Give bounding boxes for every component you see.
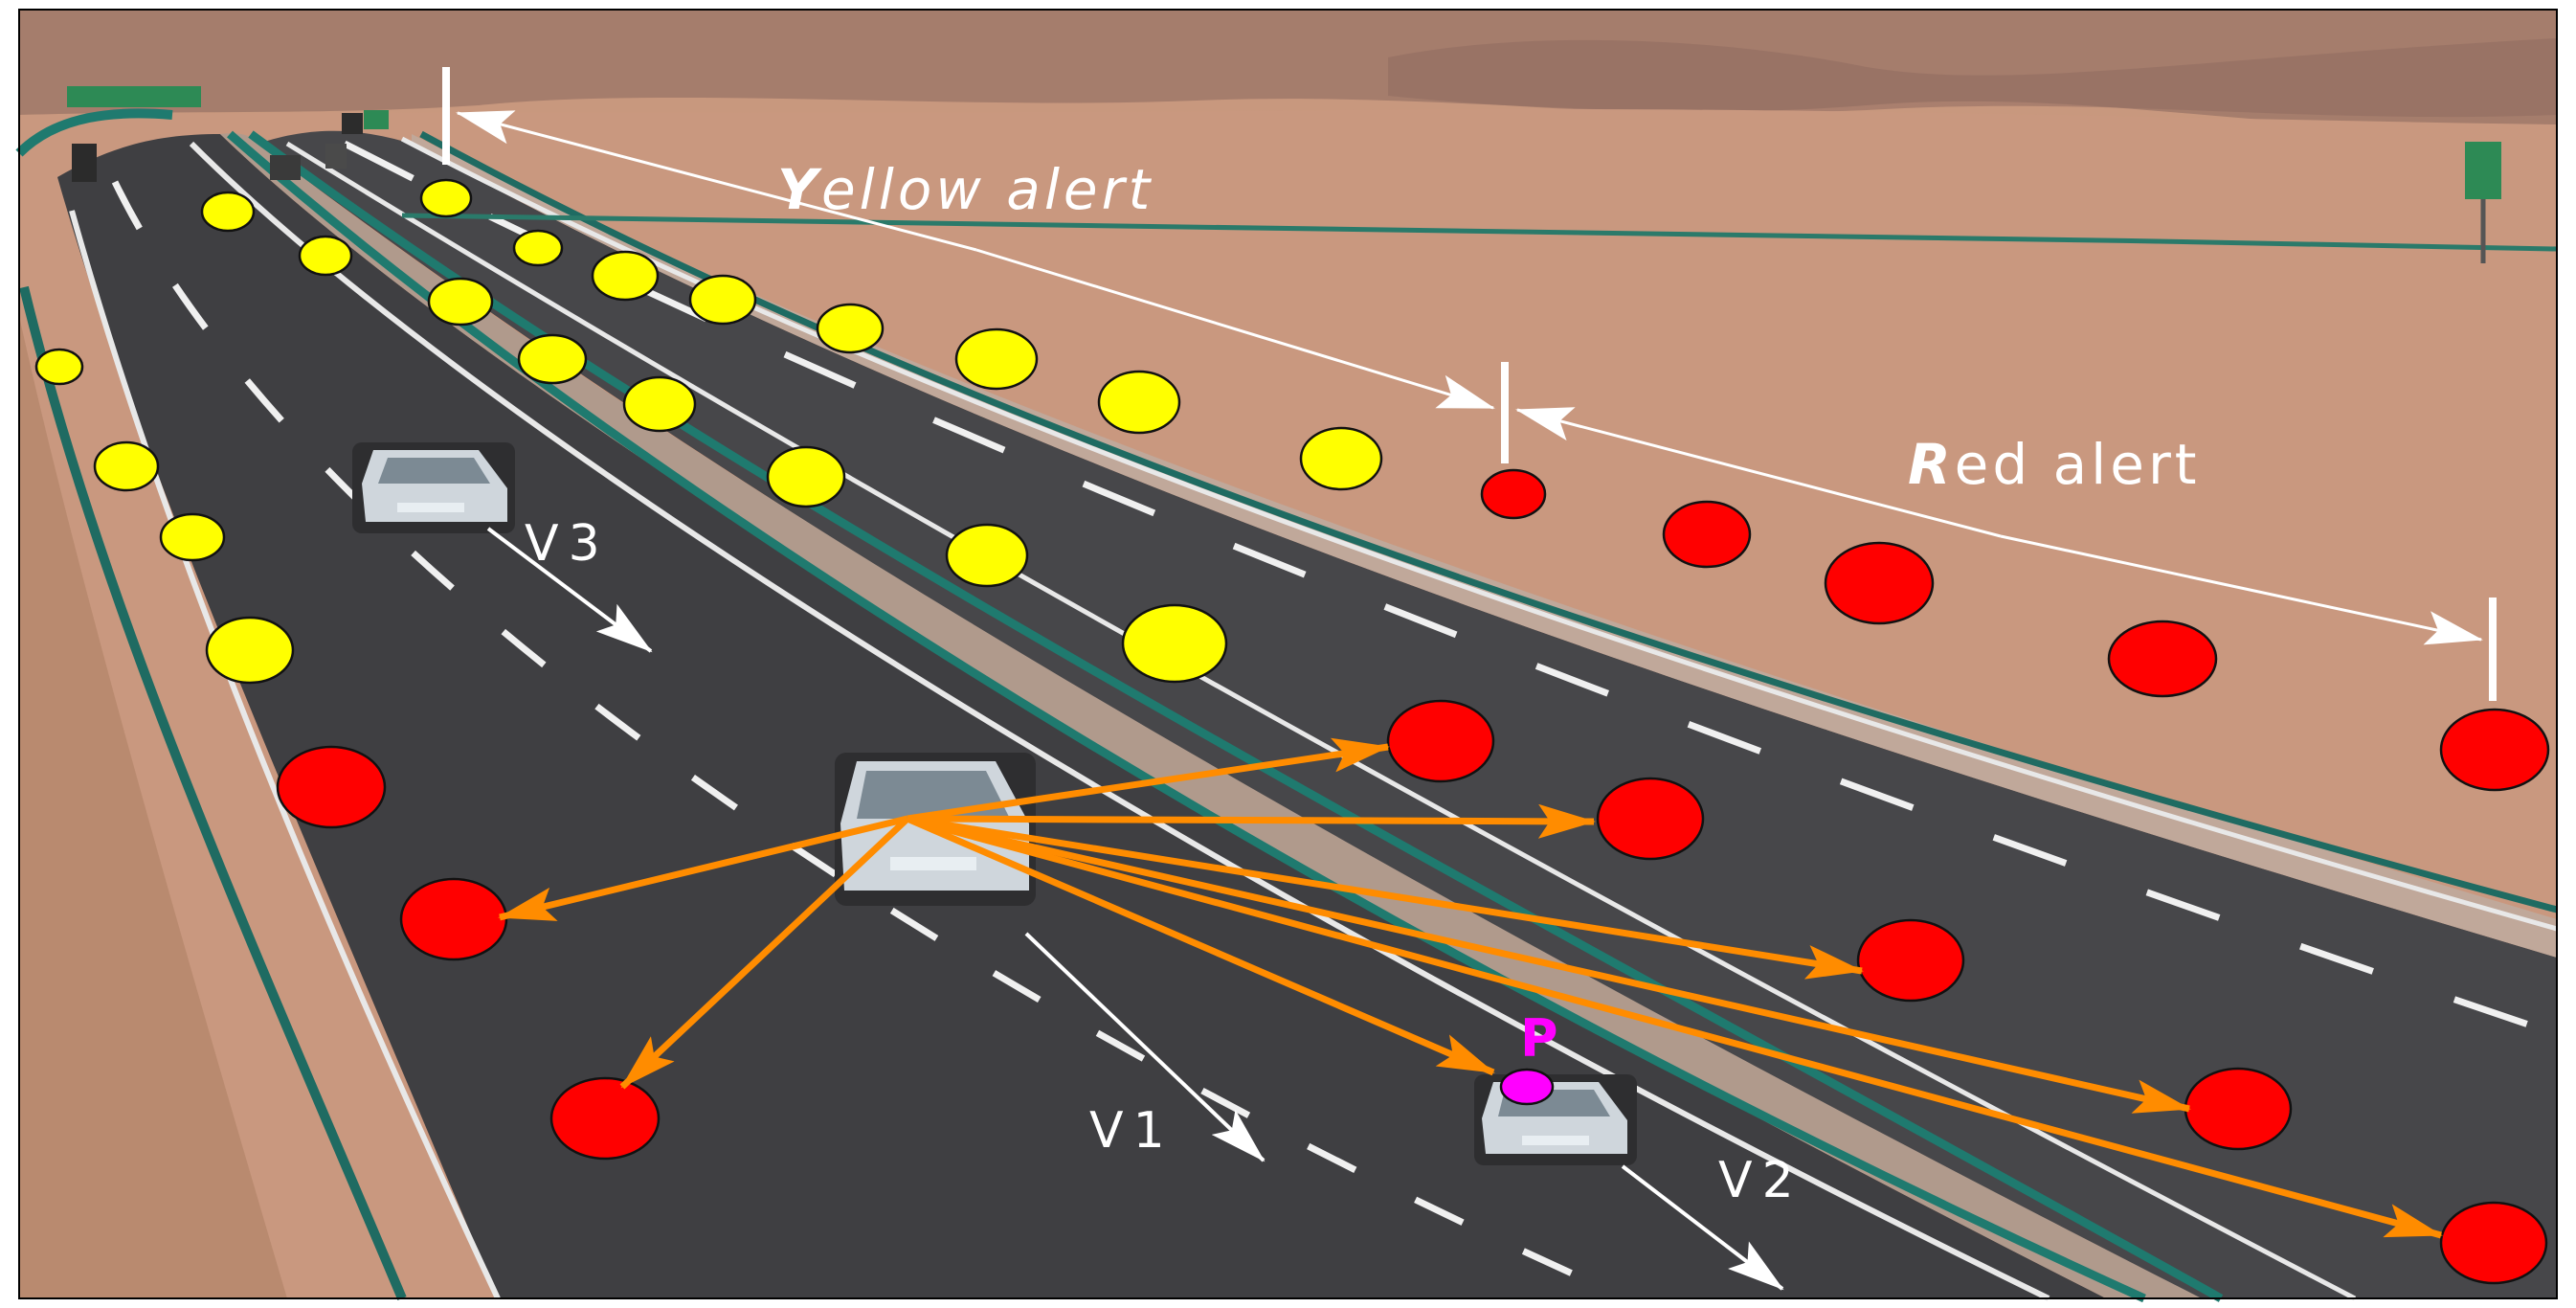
yellow-alert-markers xyxy=(34,178,1383,685)
inner-edge-line xyxy=(189,141,2050,1301)
left-desert xyxy=(19,316,287,1298)
red-marker xyxy=(1824,541,1935,625)
v3-label: V3 xyxy=(525,515,610,573)
yellow-marker xyxy=(517,333,588,385)
orange-arrow xyxy=(906,815,1495,1076)
guardrail-left xyxy=(19,285,407,1300)
near-carriageway xyxy=(57,134,2106,1298)
overhead-sign-left xyxy=(67,86,201,107)
yellow-marker xyxy=(1121,603,1228,684)
v1-label: V1 xyxy=(1089,1102,1175,1160)
point-p-marker xyxy=(1499,1068,1555,1106)
left-edge-line xyxy=(69,210,501,1300)
yellow-marker xyxy=(954,327,1039,391)
orange-arrow xyxy=(907,815,2191,1114)
yellow-marker xyxy=(1097,370,1181,435)
yellow-alert-label: Yellow alert xyxy=(777,157,1154,222)
red-alert-label: Red alert xyxy=(1908,432,2201,497)
red-marker xyxy=(1596,777,1705,861)
guardrail-median-2 xyxy=(248,130,2224,1302)
yellow-marker xyxy=(427,277,494,327)
guardrail-top xyxy=(15,108,173,157)
yellow-marker xyxy=(298,235,353,277)
velocity-arrow-v1 xyxy=(1024,932,1266,1162)
orange-arrow xyxy=(907,803,1596,839)
red-marker xyxy=(1662,500,1752,569)
red-range-arrow-back xyxy=(1515,407,2002,538)
red-marker xyxy=(1480,468,1547,520)
orange-detection-arrows xyxy=(498,737,2443,1239)
yellow-marker xyxy=(419,178,473,218)
red-marker xyxy=(549,1076,661,1161)
yellow-marker xyxy=(688,274,757,326)
red-marker xyxy=(2439,708,2550,792)
yellow-marker xyxy=(512,229,564,267)
red-marker xyxy=(2184,1067,2293,1151)
velocity-arrow-v3 xyxy=(486,527,653,653)
velocity-arrows xyxy=(486,527,1784,1291)
red-marker xyxy=(1386,699,1495,783)
yellow-marker xyxy=(93,440,160,492)
yellow-range-arrow-forward xyxy=(975,248,1495,410)
red-alert-markers xyxy=(276,468,2550,1285)
velocity-arrow-v2 xyxy=(1621,1164,1784,1291)
yellow-marker xyxy=(205,616,295,685)
v2-label: V2 xyxy=(1718,1152,1803,1209)
point-p-label: P xyxy=(1520,1008,1558,1069)
car-v2 xyxy=(1474,1074,1637,1165)
image-border xyxy=(18,9,2558,1299)
red-marker xyxy=(2107,620,2218,698)
orange-arrow xyxy=(619,816,910,1090)
yellow-marker xyxy=(159,512,226,562)
yellow-marker xyxy=(622,375,697,433)
red-marker xyxy=(1856,918,1965,1003)
yellow-range-arrow-back xyxy=(456,110,977,252)
red-range-arrow-forward xyxy=(2000,534,2483,645)
red-marker xyxy=(399,877,508,961)
yellow-marker xyxy=(34,348,84,386)
red-marker xyxy=(2439,1201,2548,1285)
yellow-marker xyxy=(816,303,885,354)
red-marker xyxy=(276,745,387,829)
orange-arrow xyxy=(498,815,908,921)
orange-arrow xyxy=(907,815,1864,980)
roadside-sign-right xyxy=(2465,142,2501,199)
orange-arrow xyxy=(907,737,1390,823)
yellow-marker xyxy=(1299,426,1383,491)
orange-arrow xyxy=(907,815,2443,1239)
yellow-marker xyxy=(945,523,1029,588)
yellow-marker xyxy=(200,191,256,233)
alert-range-annotations xyxy=(442,67,2497,701)
yellow-marker xyxy=(591,250,660,302)
yellow-marker xyxy=(766,445,846,508)
car-v3 xyxy=(352,442,515,533)
